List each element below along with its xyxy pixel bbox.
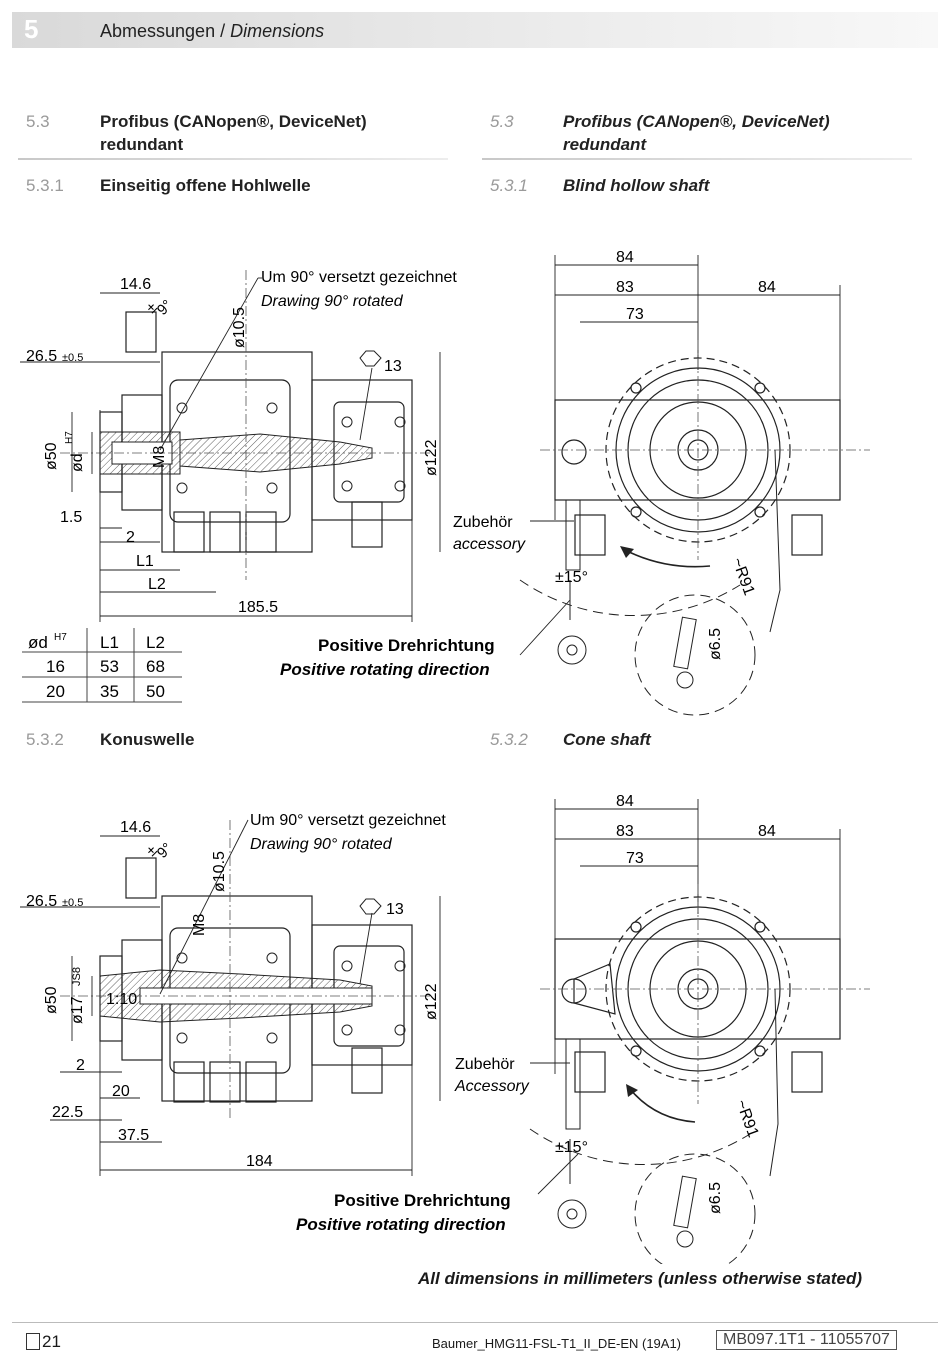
dim-84-right: 84 bbox=[758, 279, 776, 296]
subsection1-number-en: 5.3.1 bbox=[490, 176, 528, 195]
dim-26-5-tol: ±0.5 bbox=[62, 897, 83, 909]
dim-13: 13 bbox=[384, 358, 402, 375]
table-cell: 35 bbox=[100, 682, 119, 701]
section-rule-right bbox=[482, 158, 912, 160]
dim-phi50: ø50 bbox=[43, 442, 60, 470]
table-cell: 50 bbox=[146, 682, 165, 701]
accessory-label-en: Accessory bbox=[454, 1078, 530, 1095]
dim-phid: ød bbox=[69, 453, 86, 472]
dim-phi6-5: ø6.5 bbox=[707, 1182, 724, 1214]
front-view-drawing-2: 84 83 84 73 Zubehör Accessory ±15° ~R91 … bbox=[296, 793, 870, 1264]
table-cell: 16 bbox=[46, 657, 65, 676]
subsection2-number-de: 5.3.2 bbox=[26, 730, 64, 749]
rotation-label-en: Positive rotating direction bbox=[280, 660, 490, 679]
dim-9-deg: 9° bbox=[154, 297, 176, 319]
dim-1-5: 1.5 bbox=[60, 509, 82, 526]
dimension-table: ød H7 L1 L2 16 53 68 20 35 50 bbox=[22, 628, 182, 703]
table-cell: 20 bbox=[46, 682, 65, 701]
subsection1-number-de: 5.3.1 bbox=[26, 176, 64, 195]
dim-phi10-5: ø10.5 bbox=[231, 307, 248, 348]
table-header-l2: L2 bbox=[146, 633, 165, 652]
dim-9-deg: 9° bbox=[154, 840, 176, 862]
header-bar bbox=[12, 12, 938, 48]
dim-13: 13 bbox=[386, 901, 404, 918]
subsection2-number-en: 5.3.2 bbox=[490, 730, 528, 749]
dim-26-5: 26.5 bbox=[26, 348, 57, 365]
dim-83: 83 bbox=[616, 279, 634, 296]
rotated-note-de: Um 90° versetzt gezeichnet bbox=[250, 812, 446, 829]
dim-phi10-5: ø10.5 bbox=[211, 851, 228, 892]
dim-15-deg: ±15° bbox=[555, 569, 588, 586]
dim-2: 2 bbox=[76, 1057, 85, 1074]
dim-83: 83 bbox=[616, 823, 634, 840]
subsection1-title-de: Einseitig offene Hohlwelle bbox=[100, 176, 311, 195]
dim-h7: H7 bbox=[64, 431, 75, 444]
page-icon bbox=[26, 1333, 40, 1350]
chapter-number: 5 bbox=[24, 14, 39, 44]
rotated-note-en: Drawing 90° rotated bbox=[261, 293, 404, 310]
section-number-de: 5.3 bbox=[26, 112, 50, 131]
section-number-en: 5.3 bbox=[490, 112, 514, 131]
page-number: 21 bbox=[42, 1332, 61, 1351]
dim-84-right: 84 bbox=[758, 823, 776, 840]
dim-r91: ~R91 bbox=[732, 1098, 761, 1140]
dim-185-5: 185.5 bbox=[238, 599, 278, 616]
dim-phi17: ø17 bbox=[69, 996, 86, 1024]
dim-m8: M8 bbox=[151, 446, 168, 468]
dim-20: 20 bbox=[112, 1083, 130, 1100]
section-rule-left bbox=[18, 158, 448, 160]
rotated-note-en: Drawing 90° rotated bbox=[250, 836, 393, 853]
dim-phi122: ø122 bbox=[423, 983, 440, 1020]
doc-code: MB097.1T1 - 11055707 bbox=[716, 1330, 897, 1350]
dim-15-deg: ±15° bbox=[555, 1139, 588, 1156]
subsection1-title-en: Blind hollow shaft bbox=[563, 176, 710, 195]
dim-73: 73 bbox=[626, 850, 644, 867]
dim-2: 2 bbox=[126, 529, 135, 546]
rotated-note-de: Um 90° versetzt gezeichnet bbox=[261, 269, 457, 286]
dim-phi122: ø122 bbox=[423, 439, 440, 476]
dim-phi6-5: ø6.5 bbox=[707, 628, 724, 660]
side-view-drawing-1: 14.6 ± 9° 26.5 ±0.5 ø10.5 13 ø50 ød H7 M… bbox=[20, 269, 457, 622]
dim-84-top: 84 bbox=[616, 793, 634, 810]
chapter-title: Abmessungen / Dimensions bbox=[100, 21, 325, 41]
dim-l1: L1 bbox=[136, 553, 154, 570]
accessory-label-de: Zubehör bbox=[455, 1056, 515, 1073]
dim-26-5: 26.5 bbox=[26, 893, 57, 910]
rotation-label-de: Positive Drehrichtung bbox=[334, 1191, 511, 1210]
dim-14-6: 14.6 bbox=[120, 819, 151, 836]
footer-rule bbox=[12, 1322, 938, 1323]
section-title-de: Profibus (CANopen®, DeviceNet)redundant bbox=[100, 112, 367, 154]
rotation-label-en: Positive rotating direction bbox=[296, 1215, 506, 1234]
table-header-l1: L1 bbox=[100, 633, 119, 652]
dim-22-5: 22.5 bbox=[52, 1104, 83, 1121]
table-header-d-sup: H7 bbox=[54, 632, 67, 643]
section-title-en: Profibus (CANopen®, DeviceNet)redundant bbox=[563, 112, 830, 154]
dim-184: 184 bbox=[246, 1153, 273, 1170]
dim-14-6: 14.6 bbox=[120, 276, 151, 293]
accessory-label-en: accessory bbox=[453, 536, 526, 553]
dim-26-5-tol: ±0.5 bbox=[62, 352, 83, 364]
subsection2-title-de: Konuswelle bbox=[100, 730, 195, 749]
table-cell: 68 bbox=[146, 657, 165, 676]
table-header-d: ød bbox=[28, 633, 48, 652]
dim-m8: M8 bbox=[191, 914, 208, 936]
subsection2-title-en: Cone shaft bbox=[563, 730, 651, 749]
dim-r91: ~R91 bbox=[728, 556, 757, 598]
dim-84-top: 84 bbox=[616, 249, 634, 266]
side-view-drawing-2: 14.6 ± 9° 26.5 ±0.5 ø10.5 M8 13 ø50 ø17 … bbox=[20, 812, 446, 1176]
dim-l2: L2 bbox=[148, 576, 166, 593]
rotation-label-de: Positive Drehrichtung bbox=[318, 636, 495, 655]
front-view-drawing-1: 84 83 84 73 Zubehör accessory ±15° ~R91 … bbox=[280, 249, 870, 716]
dim-73: 73 bbox=[626, 306, 644, 323]
table-cell: 53 bbox=[100, 657, 119, 676]
dim-37-5: 37.5 bbox=[118, 1127, 149, 1144]
doc-reference: Baumer_HMG11-FSL-T1_II_DE-EN (19A1) bbox=[432, 1336, 682, 1351]
dimensions-note: All dimensions in millimeters (unless ot… bbox=[418, 1269, 863, 1288]
dim-phi50: ø50 bbox=[43, 986, 60, 1014]
dim-js8: JS8 bbox=[71, 967, 83, 986]
dim-1-10: 1:10 bbox=[106, 991, 137, 1008]
accessory-label-de: Zubehör bbox=[453, 514, 513, 531]
